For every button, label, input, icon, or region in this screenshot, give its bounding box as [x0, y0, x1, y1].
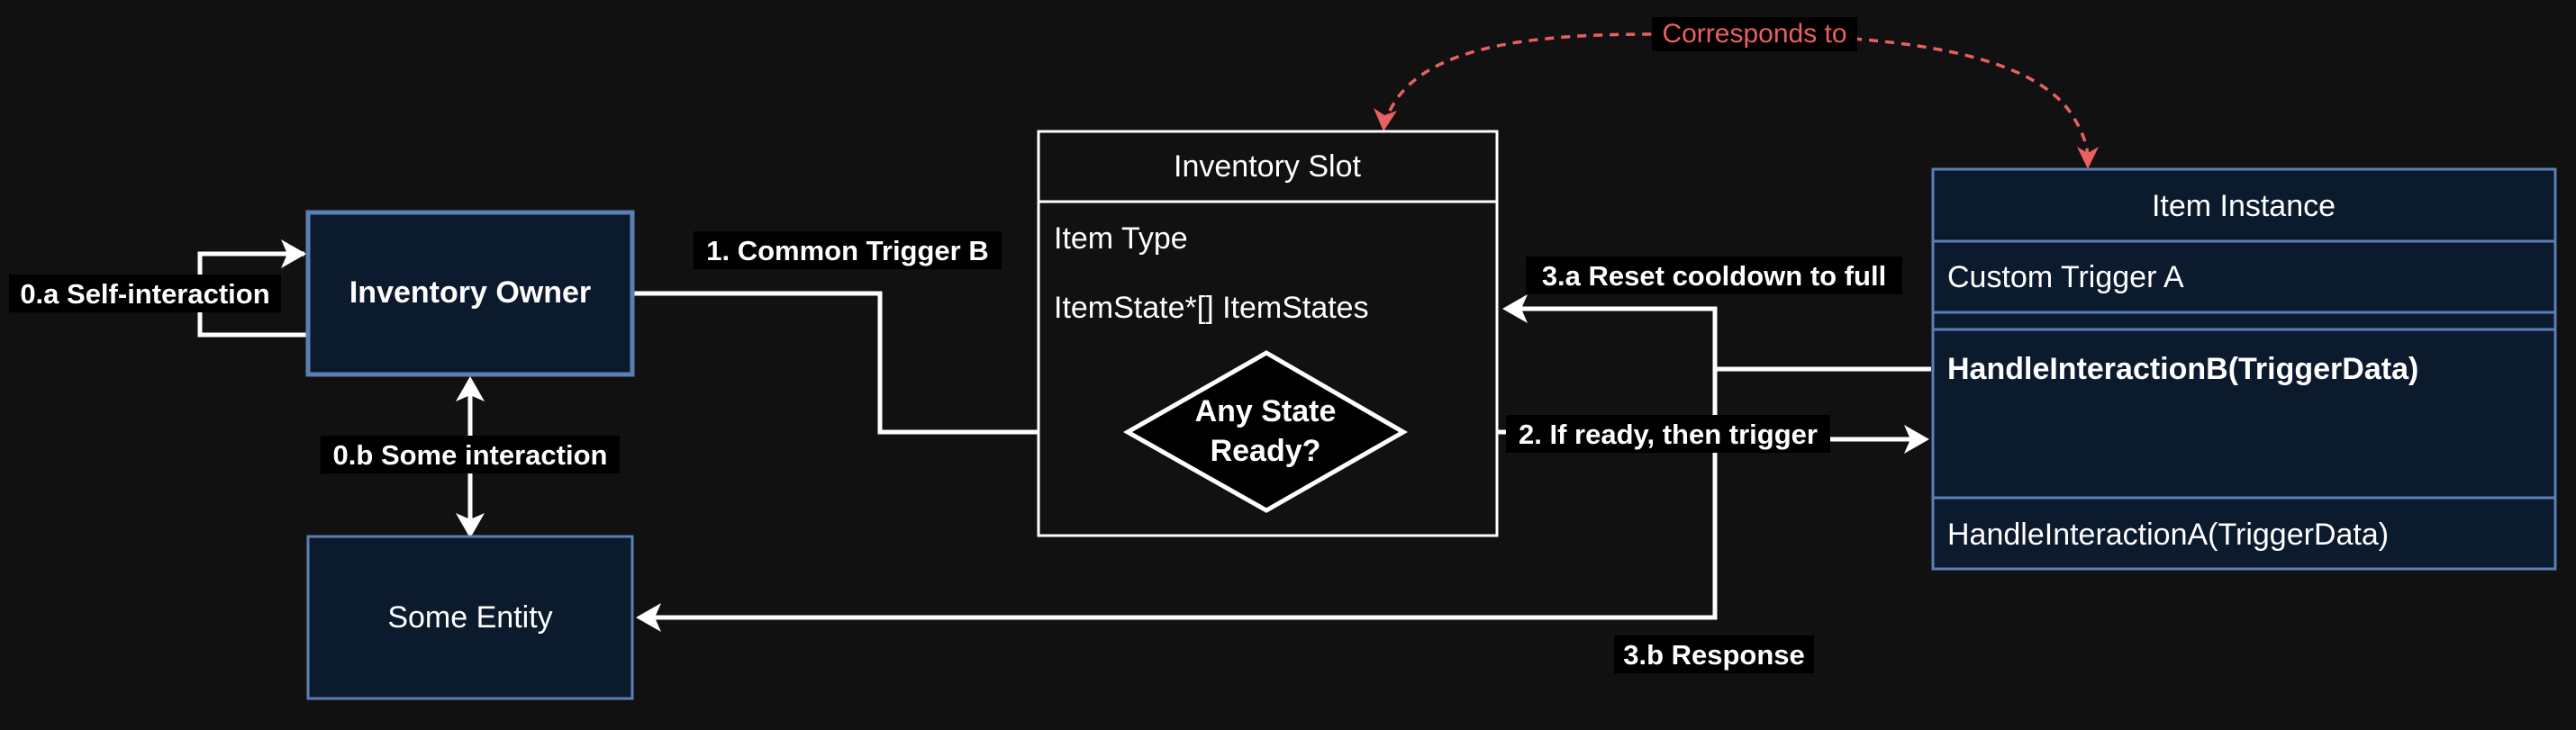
corresponds-to-arrowhead-left: [1374, 108, 1397, 131]
item-instance-attribute: Custom Trigger A: [1947, 260, 2184, 294]
common-trigger-label: 1. Common Trigger B: [706, 235, 988, 266]
if-ready-label-bg: [1506, 415, 1830, 453]
response-label-bg: [1614, 635, 1814, 673]
corresponds-to-label-bg: [1652, 17, 1857, 51]
decision-label-line1: Any State: [1195, 394, 1337, 428]
corresponds-to-arrowhead-right: [2077, 147, 2099, 169]
self-interaction-label-bg: [9, 275, 281, 312]
item-instance-node[interactable]: [1931, 167, 2557, 571]
item-instance-method-b: HandleInteractionB(TriggerData): [1947, 352, 2418, 386]
some-interaction-label-bg: [321, 436, 620, 473]
reset-cooldown-arrowhead: [1502, 294, 1528, 323]
self-interaction-arrowhead: [281, 239, 306, 268]
inventory-slot-title: Inventory Slot: [1174, 149, 1361, 184]
any-state-ready-decision[interactable]: [1122, 350, 1409, 513]
reset-cooldown-label: 3.a Reset cooldown to full: [1542, 260, 1886, 292]
some-interaction-arrowhead-down: [456, 513, 485, 538]
item-instance-method-a: HandleInteractionA(TriggerData): [1947, 518, 2389, 552]
some-interaction-label: 0.b Some interaction: [333, 439, 608, 471]
self-interaction-label: 0.a Self-interaction: [20, 278, 269, 310]
some-interaction-arrowhead-up: [456, 376, 485, 401]
reset-cooldown-label-bg: [1526, 257, 1902, 294]
common-trigger-connector: [633, 291, 1117, 435]
item-instance-title: Item Instance: [2152, 189, 2336, 223]
inventory-slot-field-item-type: Item Type: [1054, 221, 1188, 256]
if-ready-label: 2. If ready, then trigger: [1519, 419, 1818, 450]
reset-cooldown-connector: [1513, 306, 1931, 372]
response-arrowhead: [636, 603, 661, 632]
decision-label-line2: Ready?: [1211, 434, 1321, 468]
inventory-slot-field-item-states: ItemState*[] ItemStates: [1054, 291, 1369, 325]
corresponds-to-label: Corresponds to: [1662, 19, 1846, 49]
inventory-owner-node[interactable]: [305, 210, 635, 377]
common-trigger-label-bg: [694, 231, 1002, 269]
some-entity-node[interactable]: [306, 535, 634, 700]
if-ready-arrowhead: [1904, 425, 1929, 454]
inventory-owner-label: Inventory Owner: [349, 275, 591, 310]
some-entity-label: Some Entity: [387, 600, 552, 635]
response-label: 3.b Response: [1623, 639, 1805, 671]
